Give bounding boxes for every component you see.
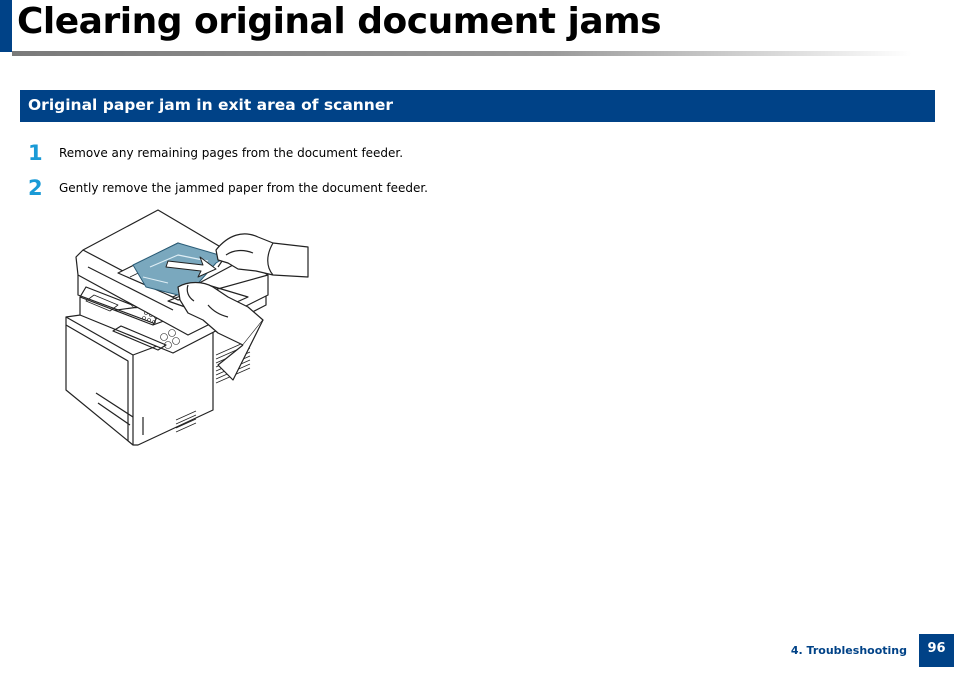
step-text: Remove any remaining pages from the docu… bbox=[59, 146, 404, 160]
section-header: Original paper jam in exit area of scann… bbox=[20, 90, 935, 122]
step-text: Gently remove the jammed paper from the … bbox=[59, 181, 428, 195]
step-number: 2 bbox=[28, 176, 43, 200]
title-accent-bar bbox=[0, 0, 12, 52]
section-title: Original paper jam in exit area of scann… bbox=[28, 96, 393, 114]
footer-section-label: 4. Troubleshooting bbox=[790, 644, 907, 657]
printer-with-hands-removing-jammed-paper-icon bbox=[65, 209, 309, 446]
page-number-badge: 96 bbox=[919, 634, 954, 667]
printer-jam-illustration bbox=[58, 205, 313, 450]
page-title: Clearing original document jams bbox=[17, 1, 662, 42]
step-number: 1 bbox=[28, 141, 43, 165]
page-number: 96 bbox=[927, 641, 946, 656]
title-underline bbox=[12, 51, 912, 56]
